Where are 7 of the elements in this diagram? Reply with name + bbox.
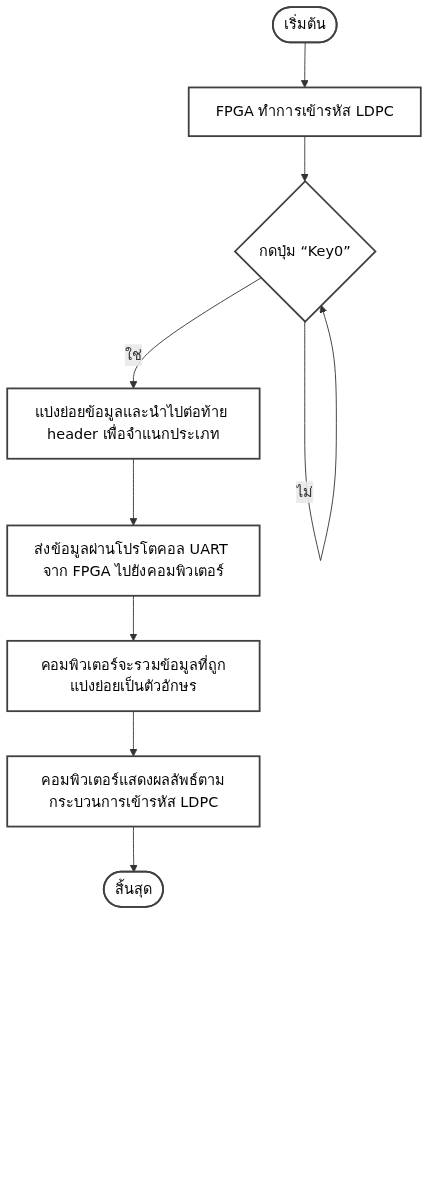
node-box: คอมพิวเตอร์แสดงผลลัพธ์ตามกระบวนการเข้ารหัส LDPC (6, 755, 261, 828)
node-box: ส่งข้อมูลผ่านโปรโตคอล UART จาก FPGA ไปยังคอมพิวเตอร์ (6, 524, 261, 597)
node-box: แบ่งย่อยข้อมูลและนำไปต่อท้าย header เพื่อจำแนกประเภท (6, 387, 261, 460)
edge-label: ใช่ (124, 346, 142, 364)
node-box: คอมพิวเตอร์จะรวมข้อมูลที่ถูกแบ่งย่อยเป็นตัวอักษร (6, 639, 261, 713)
node-box: FPGA ทำการเข้ารหัส LDPC (187, 86, 422, 138)
node-diamond: กดปุ่ม “Key0” (233, 179, 377, 323)
